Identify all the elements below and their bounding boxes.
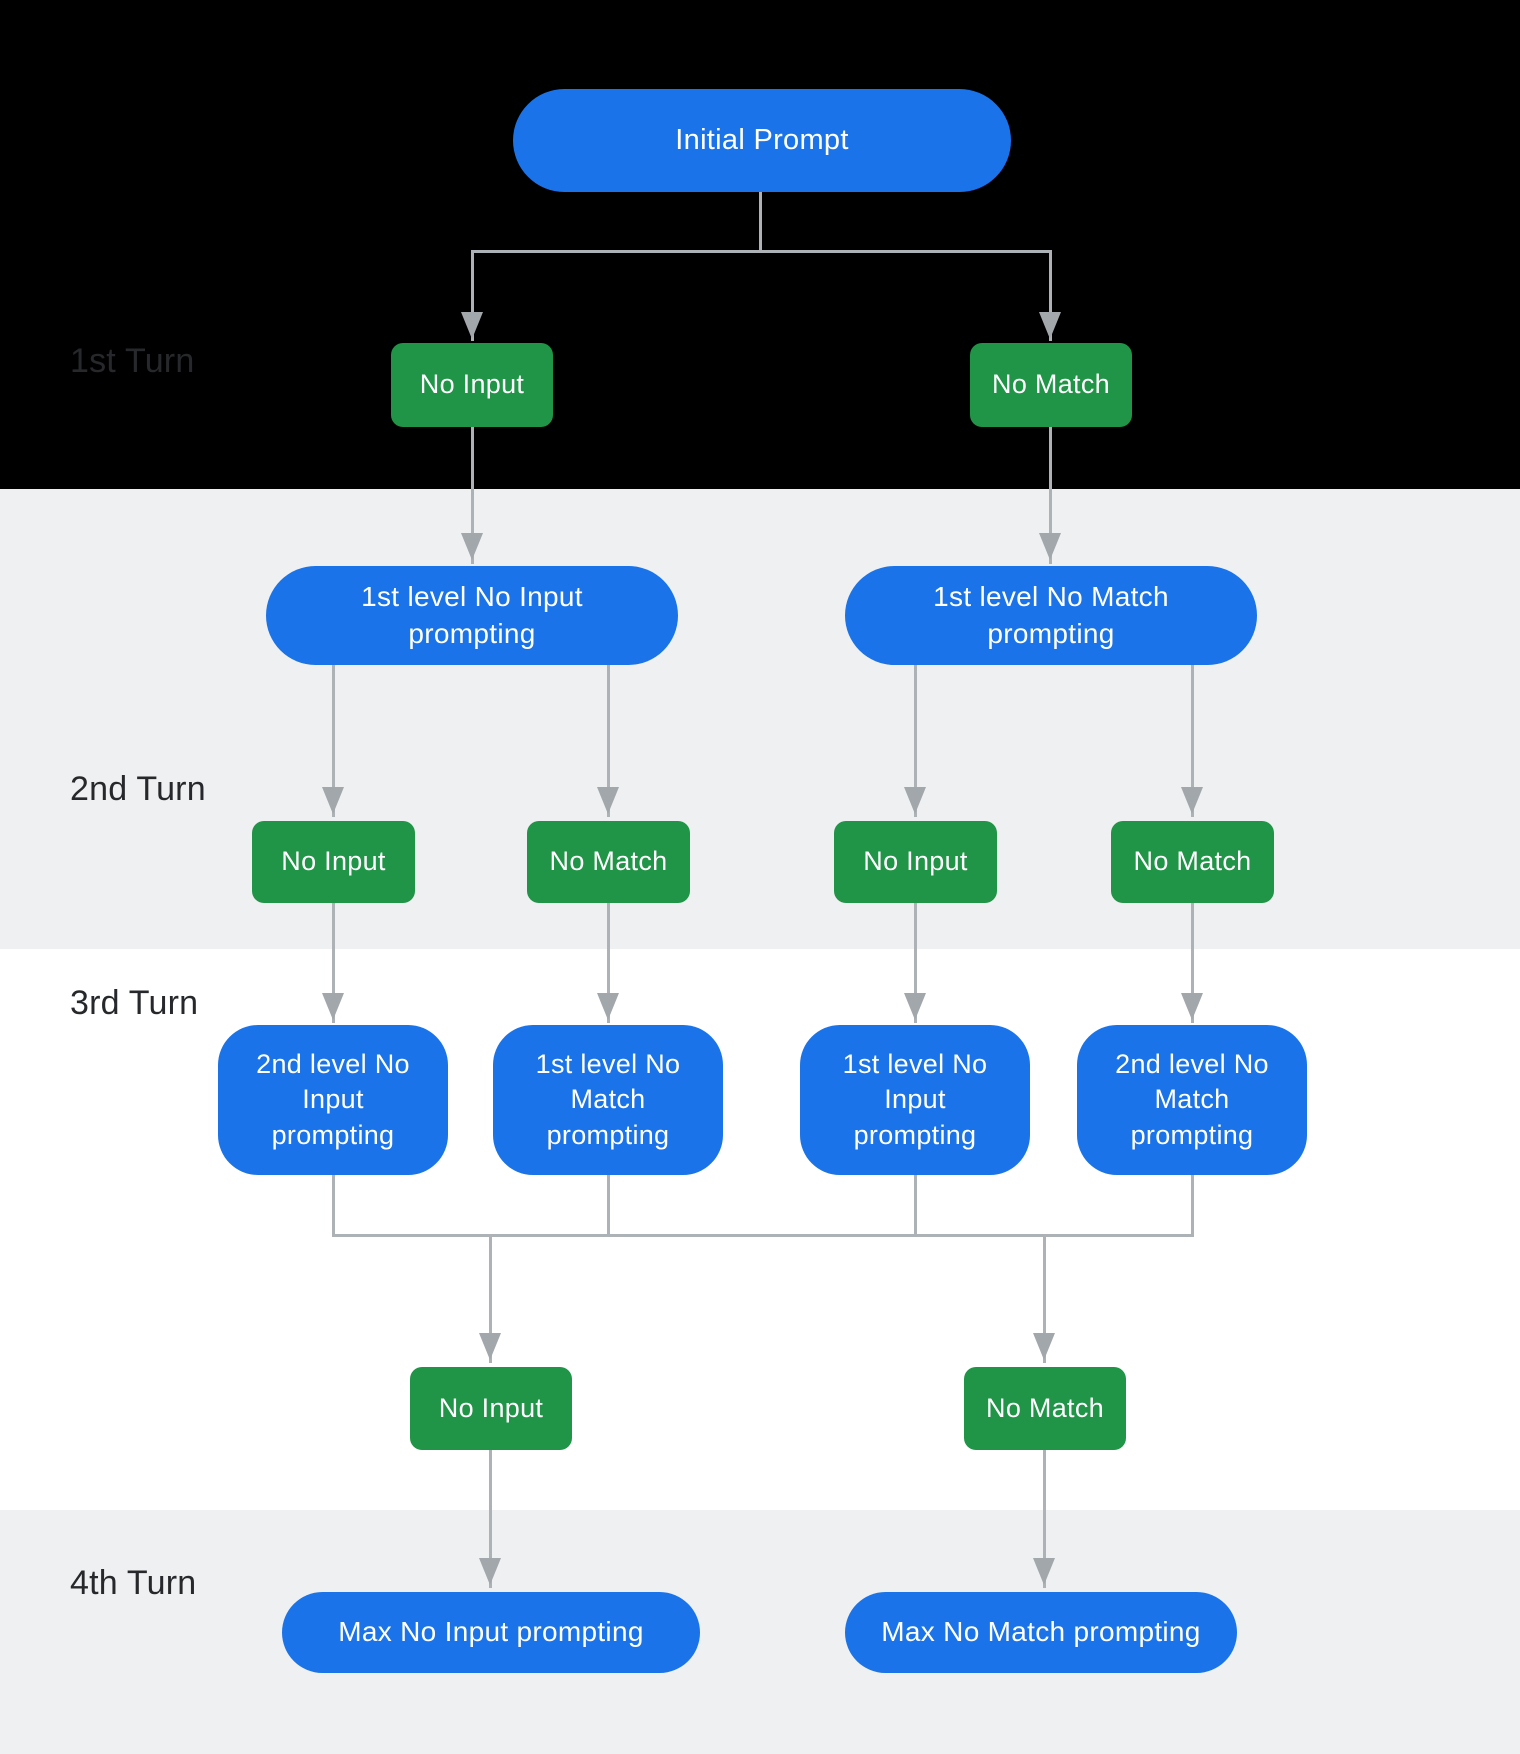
- node-initial-prompt: Initial Prompt: [513, 89, 1011, 192]
- connector-l2L-nomatch: [607, 665, 610, 817]
- node-2nd-level-no-match-prompting: 2nd level No Match prompting: [1077, 1025, 1307, 1175]
- band-turn-4: [0, 1510, 1520, 1754]
- arrowhead: [479, 1333, 501, 1360]
- connector-initial-stem: [759, 192, 762, 250]
- band-turn-2: [0, 489, 1520, 949]
- arrowhead: [1181, 993, 1203, 1020]
- node-turn2-no-match-a: No Match: [527, 821, 690, 903]
- node-turn3-no-input: No Input: [410, 1367, 572, 1450]
- arrowhead: [461, 312, 483, 339]
- arrowhead: [904, 787, 926, 814]
- node-turn2-no-input-a: No Input: [252, 821, 415, 903]
- node-turn2-no-match-b: No Match: [1111, 821, 1274, 903]
- arrowhead: [322, 787, 344, 814]
- connector-t1L-l2L: [471, 427, 474, 564]
- arrowhead: [1039, 533, 1061, 560]
- turn-label-1: 1st Turn: [70, 342, 195, 380]
- connector-l2R-noinput: [914, 665, 917, 817]
- connector-t3L-max: [489, 1450, 492, 1588]
- arrowhead: [479, 1558, 501, 1585]
- turn-label-4: 4th Turn: [70, 1564, 197, 1602]
- connector-t2c-l3-3: [914, 903, 917, 1023]
- arrowhead: [904, 993, 926, 1020]
- connector-bus-noinput: [489, 1234, 492, 1363]
- connector-branch-horizontal: [471, 250, 1051, 253]
- node-level1-no-match-prompting: 1st level No Match prompting: [845, 566, 1257, 665]
- node-max-no-input-prompting: Max No Input prompting: [282, 1592, 700, 1673]
- connector-t2a-l3-1: [332, 903, 335, 1023]
- arrowhead: [1039, 312, 1061, 339]
- arrowhead: [597, 787, 619, 814]
- node-turn3-no-match: No Match: [964, 1367, 1126, 1450]
- node-2nd-level-no-input-prompting: 2nd level No Input prompting: [218, 1025, 448, 1175]
- connector-l2R-nomatch: [1191, 665, 1194, 817]
- node-turn2-no-input-b: No Input: [834, 821, 997, 903]
- arrowhead: [1033, 1333, 1055, 1360]
- connector-l3-3-stub: [914, 1175, 917, 1237]
- node-1st-level-no-match-prompting: 1st level No Match prompting: [493, 1025, 723, 1175]
- arrowhead: [461, 533, 483, 560]
- turn-label-2: 2nd Turn: [70, 770, 206, 808]
- connector-branch-left: [471, 250, 474, 341]
- connector-t2b-l3-2: [607, 903, 610, 1023]
- connector-l3-4-stub: [1191, 1175, 1194, 1237]
- connector-l3-2-stub: [607, 1175, 610, 1237]
- node-turn1-no-input: No Input: [391, 343, 553, 427]
- connector-l2L-noinput: [332, 665, 335, 817]
- arrowhead: [597, 993, 619, 1020]
- arrowhead: [322, 993, 344, 1020]
- node-level1-no-input-prompting: 1st level No Input prompting: [266, 566, 678, 665]
- connector-bus-horizontal: [332, 1234, 1194, 1237]
- connector-t2d-l3-4: [1191, 903, 1194, 1023]
- arrowhead: [1181, 787, 1203, 814]
- connector-t3R-max: [1043, 1450, 1046, 1588]
- connector-t1R-l2R: [1049, 427, 1052, 564]
- arrowhead: [1033, 1558, 1055, 1585]
- node-turn1-no-match: No Match: [970, 343, 1132, 427]
- connector-l3-1-stub: [332, 1175, 335, 1237]
- connector-bus-nomatch: [1043, 1234, 1046, 1363]
- node-max-no-match-prompting: Max No Match prompting: [845, 1592, 1237, 1673]
- node-1st-level-no-input-prompting: 1st level No Input prompting: [800, 1025, 1030, 1175]
- turn-label-3: 3rd Turn: [70, 984, 199, 1022]
- connector-branch-right: [1049, 250, 1052, 341]
